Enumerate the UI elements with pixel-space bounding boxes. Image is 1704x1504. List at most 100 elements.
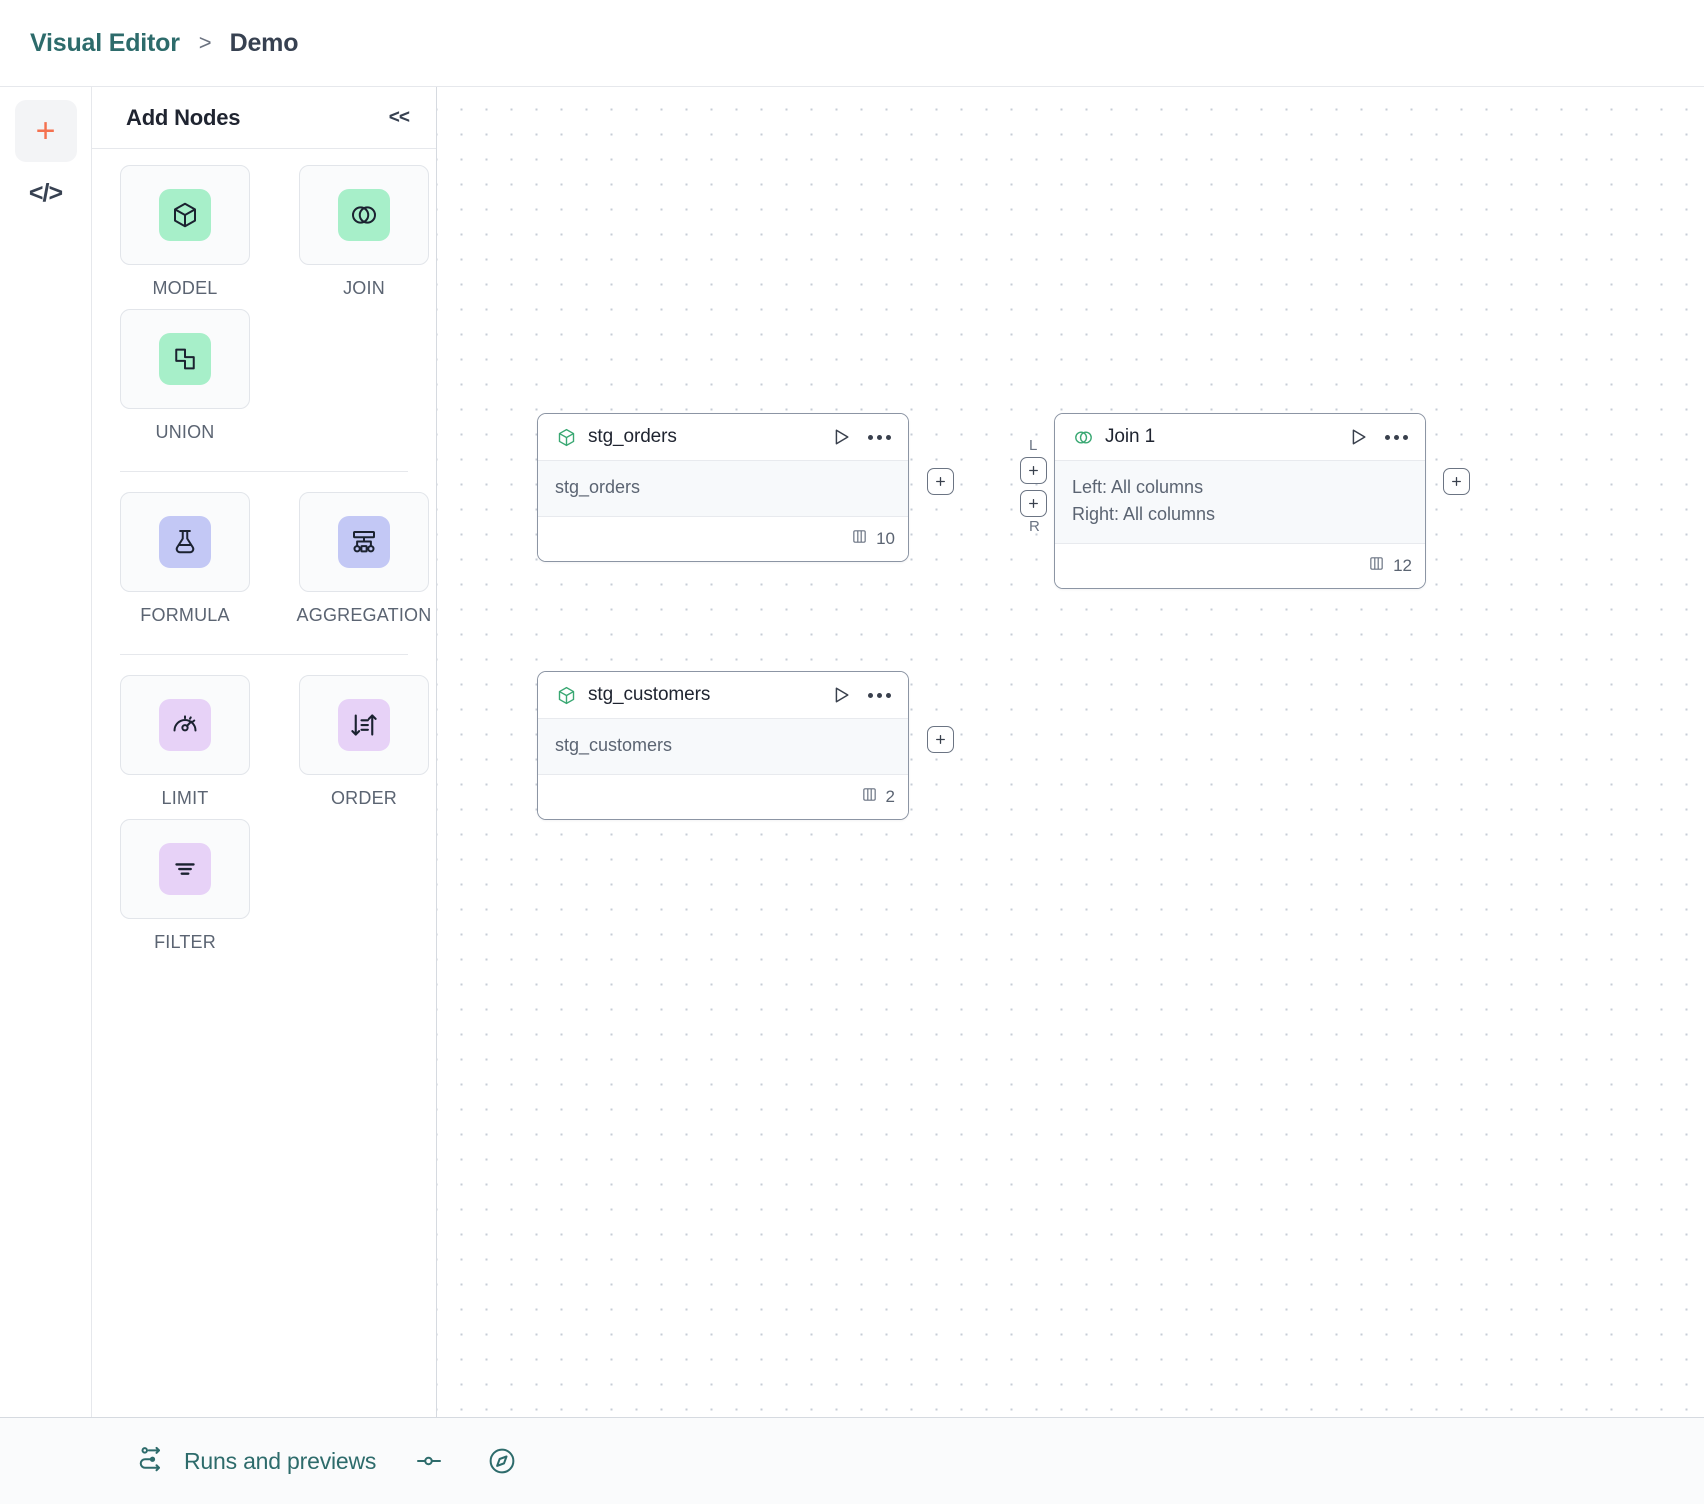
node-palette-label: FORMULA	[140, 605, 230, 625]
add-nodes-panel-header: Add Nodes <<	[92, 87, 436, 149]
sort-icon	[338, 699, 390, 751]
node-palette-item-filter[interactable]: FILTER	[120, 819, 250, 953]
more-horizontal-icon[interactable]	[1383, 431, 1410, 444]
editor-body: + </> Add Nodes <<	[0, 87, 1704, 1417]
breadcrumb: Visual Editor > Demo	[0, 0, 1704, 87]
node-title: Join 1	[1105, 426, 1156, 447]
node-subtitle-area: stg_customers	[538, 719, 908, 775]
cube-icon	[555, 426, 577, 448]
handle-output-stg-customers[interactable]	[927, 726, 954, 753]
play-icon[interactable]	[1347, 426, 1369, 448]
node-group-sources: MODEL JOIN	[92, 165, 436, 453]
code-icon: </>	[28, 178, 63, 207]
add-node-button[interactable]: +	[14, 100, 77, 162]
add-nodes-list: MODEL JOIN	[92, 149, 436, 1417]
flow-node-stg-orders[interactable]: stg_orders stg_orders	[537, 413, 909, 562]
node-subtitle-area: stg_orders	[538, 461, 908, 517]
union-shapes-icon	[159, 333, 211, 385]
footer-toolbar: Runs and previews	[0, 1417, 1704, 1504]
add-nodes-title: Add Nodes	[126, 104, 241, 130]
node-subtitle-area: Left: All columns Right: All columns	[1055, 461, 1425, 544]
flow-canvas[interactable]: stg_orders stg_orders	[437, 87, 1704, 1417]
compass-icon[interactable]	[487, 1446, 517, 1476]
code-view-button[interactable]: </>	[15, 162, 77, 224]
union-tile[interactable]	[120, 309, 250, 409]
join-right-columns: Right: All columns	[1072, 504, 1216, 524]
flow-node-join-1[interactable]: Join 1 Left: All columns Right: All colu…	[1054, 413, 1426, 589]
node-header: stg_orders	[538, 414, 908, 461]
node-group-transforms: FORMULA	[92, 492, 436, 636]
breadcrumb-separator: >	[198, 30, 212, 55]
cube-icon	[159, 189, 211, 241]
play-icon[interactable]	[830, 684, 852, 706]
node-actions	[1347, 426, 1410, 448]
limit-gauge-icon	[159, 699, 211, 751]
node-footer: 12	[1055, 544, 1425, 588]
node-header: Join 1	[1055, 414, 1425, 461]
cube-icon	[555, 684, 577, 706]
node-footer: 2	[538, 775, 908, 819]
panel-divider-2	[120, 654, 408, 655]
more-horizontal-icon[interactable]	[866, 689, 893, 702]
venn-icon	[1072, 426, 1094, 448]
plus-icon: +	[35, 112, 56, 150]
page-title: Demo	[229, 28, 299, 57]
join-left-handle-label: L	[1029, 437, 1038, 454]
node-footer: 10	[538, 517, 908, 561]
handle-input-join-right[interactable]	[1020, 490, 1047, 517]
columns-icon	[861, 786, 878, 808]
more-horizontal-icon[interactable]	[866, 431, 893, 444]
handle-output-join-1[interactable]	[1443, 468, 1470, 495]
node-subtitle: stg_orders	[555, 477, 641, 497]
slider-toggle-icon[interactable]	[414, 1446, 444, 1476]
node-palette-label: LIMIT	[161, 788, 209, 808]
node-group-modifiers: LIMIT ORDER	[92, 675, 436, 963]
runs-and-previews-button[interactable]: Runs and previews	[137, 1444, 376, 1479]
node-palette-item-model[interactable]: MODEL	[120, 165, 250, 299]
aggregation-icon	[338, 516, 390, 568]
node-header: stg_customers	[538, 672, 908, 719]
handle-output-stg-orders[interactable]	[927, 468, 954, 495]
join-left-columns: Left: All columns	[1072, 477, 1204, 497]
panel-divider-1	[120, 471, 408, 472]
join-tile[interactable]	[299, 165, 429, 265]
columns-icon	[851, 528, 868, 550]
flow-run-icon	[137, 1444, 167, 1479]
node-palette-item-union[interactable]: UNION	[120, 309, 250, 443]
filter-tile[interactable]	[120, 819, 250, 919]
node-palette-item-order[interactable]: ORDER	[278, 675, 436, 809]
join-right-handle-label: R	[1029, 518, 1040, 535]
edge-layer	[437, 87, 737, 237]
columns-icon	[1368, 555, 1385, 577]
collapse-panel-button[interactable]: <<	[388, 106, 410, 128]
handle-input-join-left[interactable]	[1020, 457, 1047, 484]
filter-icon	[159, 843, 211, 895]
add-nodes-panel: Add Nodes <<	[92, 87, 437, 1417]
order-tile[interactable]	[299, 675, 429, 775]
node-palette-label: MODEL	[152, 278, 218, 298]
column-count: 2	[885, 787, 895, 806]
node-palette-item-aggregation[interactable]: AGGREGATION	[278, 492, 436, 626]
limit-tile[interactable]	[120, 675, 250, 775]
node-palette-label: ORDER	[330, 788, 397, 808]
flow-node-stg-customers[interactable]: stg_customers stg_customers	[537, 671, 909, 820]
node-palette-item-formula[interactable]: FORMULA	[120, 492, 250, 626]
node-palette-item-join[interactable]: JOIN	[278, 165, 436, 299]
node-actions	[830, 426, 893, 448]
play-icon[interactable]	[830, 426, 852, 448]
node-palette-label: JOIN	[343, 278, 385, 298]
breadcrumb-root-link[interactable]: Visual Editor	[30, 28, 180, 57]
node-subtitle: stg_customers	[555, 735, 673, 755]
formula-tile[interactable]	[120, 492, 250, 592]
node-title: stg_orders	[588, 426, 677, 447]
left-icon-rail: + </>	[0, 87, 92, 1417]
model-tile[interactable]	[120, 165, 250, 265]
node-title: stg_customers	[588, 684, 711, 705]
node-palette-item-limit[interactable]: LIMIT	[120, 675, 250, 809]
node-palette-label: AGGREGATION	[296, 605, 432, 625]
aggregation-tile[interactable]	[299, 492, 429, 592]
column-count: 12	[1393, 556, 1412, 575]
flask-icon	[159, 516, 211, 568]
venn-icon	[338, 189, 390, 241]
